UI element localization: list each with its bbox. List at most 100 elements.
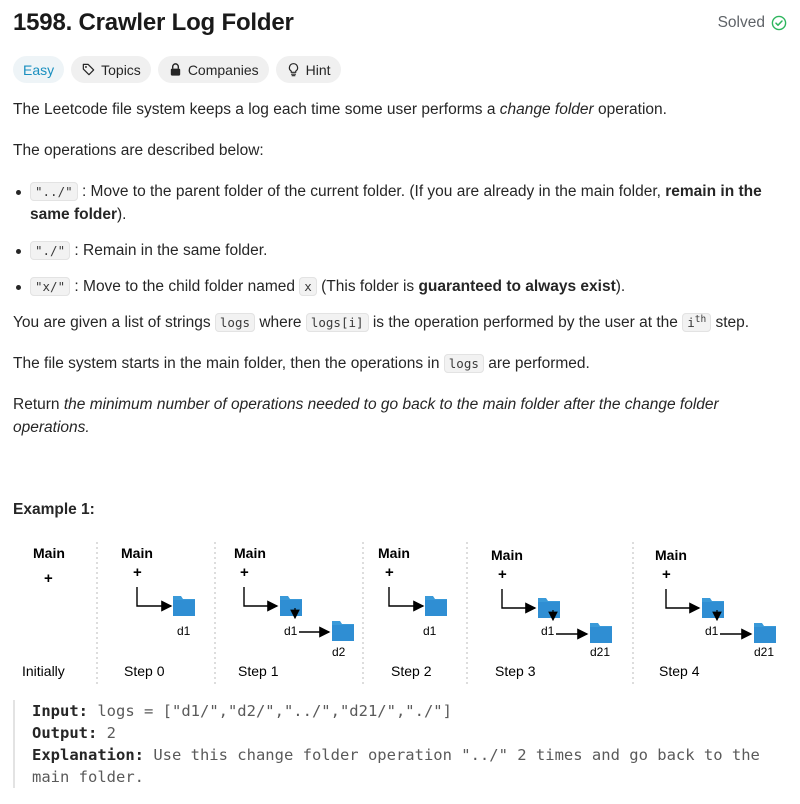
plus-marker: +: [498, 566, 507, 583]
plus-marker: +: [662, 566, 671, 583]
folder-icon: [332, 621, 354, 641]
folder-icon: [280, 596, 302, 616]
given-text: You are given a list of strings: [13, 314, 215, 331]
tag-icon: [82, 63, 95, 76]
op-bold: remain in the same folder: [30, 183, 762, 223]
ith-code: ith: [682, 313, 712, 332]
topics-label: Topics: [101, 61, 141, 78]
explanation-value: Use this change folder operation "../" 2…: [32, 746, 760, 786]
main-label: Main: [378, 545, 410, 561]
lock-icon: [170, 63, 180, 76]
plus-marker: +: [385, 564, 394, 581]
problem-description: The Leetcode file system keeps a log eac…: [13, 98, 780, 457]
step-4: Main + d1 d21 Step 4: [655, 547, 776, 679]
step-label: Step 3: [495, 663, 536, 679]
folder-icon: [590, 623, 612, 643]
return-emphasis: the minimum number of operations needed …: [13, 396, 719, 436]
op-bold: guaranteed to always exist: [418, 278, 616, 295]
folder-icon: [173, 596, 195, 616]
list-item: "../" : Move to the parent folder of the…: [13, 180, 780, 226]
plus-marker: +: [44, 570, 53, 587]
given-text: is the operation performed by the user a…: [368, 314, 683, 331]
example-title: Example 1:: [13, 501, 95, 518]
folder-steps-diagram: Main + Initially Main + d1 Step 0 Main +…: [22, 542, 776, 686]
output-label: Output:: [32, 724, 98, 742]
tag-bar: Easy Topics Companies Hint: [13, 56, 341, 83]
step-1: Main + d1 d2 Step 1: [234, 545, 354, 679]
companies-button[interactable]: Companies: [157, 56, 269, 83]
example-output-line: Output: 2: [32, 722, 785, 744]
op-text: : Move to the parent folder of the curre…: [77, 183, 666, 200]
folder-d1-label: d1: [177, 624, 191, 638]
folder-d1-label: d1: [705, 624, 719, 638]
given-text: where: [255, 314, 306, 331]
folder-d21-label: d21: [590, 645, 610, 659]
step-2: Main + d1 Step 2: [378, 545, 447, 679]
input-value: logs = ["d1/","d2/","../","d21/","./"]: [88, 702, 452, 720]
solved-label: Solved: [717, 14, 765, 31]
op-text-end: ).: [615, 278, 626, 295]
logs-code: logs: [443, 354, 484, 373]
start-text: The file system starts in the main folde…: [13, 355, 444, 372]
folder-icon: [538, 598, 560, 618]
solved-status: Solved: [718, 14, 787, 32]
difficulty-badge[interactable]: Easy: [13, 56, 65, 83]
main-label: Main: [234, 545, 266, 561]
example-codeblock: Input: logs = ["d1/","d2/","../","d21/",…: [13, 700, 785, 788]
op-code-x: x: [299, 277, 317, 296]
intro-text-end: operation.: [593, 101, 667, 118]
return-text: Return: [13, 396, 64, 413]
input-label: Input:: [32, 702, 88, 720]
op-text-mid: (This folder is: [316, 278, 419, 295]
intro-emphasis: change folder: [499, 101, 594, 118]
folder-d1-label: d1: [423, 624, 437, 638]
folder-d1-label: d1: [284, 624, 298, 638]
folder-icon: [425, 596, 447, 616]
folder-icon: [754, 623, 776, 643]
op-code: "../": [30, 182, 78, 201]
main-label: Main: [491, 547, 523, 563]
folder-d21-label: d21: [754, 645, 774, 659]
example-explanation-line: Explanation: Use this change folder oper…: [32, 744, 785, 788]
main-label: Main: [33, 545, 65, 561]
intro-text: The Leetcode file system keeps a log eac…: [13, 101, 500, 118]
step-0: Main + d1 Step 0: [121, 545, 195, 679]
companies-label: Companies: [187, 61, 259, 78]
problem-title: 1598. Crawler Log Folder: [13, 9, 294, 36]
difficulty-label: Easy: [23, 61, 55, 78]
output-value: 2: [97, 724, 116, 742]
step-label: Step 4: [659, 663, 700, 679]
i-letter: i: [687, 315, 695, 330]
separators: [96, 542, 634, 686]
folder-d2-label: d2: [332, 645, 346, 659]
explanation-label: Explanation:: [32, 746, 144, 764]
plus-marker: +: [133, 564, 142, 581]
step-initially: Main + Initially: [22, 545, 65, 679]
logs-i-code: logs[i]: [305, 313, 369, 332]
intro-paragraph: The Leetcode file system keeps a log eac…: [13, 98, 780, 121]
check-circle-icon: [771, 15, 787, 31]
start-paragraph: The file system starts in the main folde…: [13, 352, 780, 375]
logs-code: logs: [214, 313, 256, 332]
main-label: Main: [121, 545, 153, 561]
given-paragraph: You are given a list of strings logs whe…: [13, 311, 780, 334]
example-input-line: Input: logs = ["d1/","d2/","../","d21/",…: [32, 700, 785, 722]
op-text: : Move to the child folder named: [70, 278, 300, 295]
op-text: : Remain in the same folder.: [70, 242, 268, 259]
folder-icon: [702, 598, 724, 618]
op-text-end: ).: [117, 206, 127, 223]
step-label: Step 1: [238, 663, 279, 679]
step-label: Step 0: [124, 663, 165, 679]
lightbulb-icon: [288, 63, 298, 77]
list-item: "x/" : Move to the child folder named x …: [13, 275, 780, 298]
hint-label: Hint: [305, 61, 331, 78]
topics-button[interactable]: Topics: [71, 56, 151, 83]
folder-d1-label: d1: [541, 624, 555, 638]
list-item: "./" : Remain in the same folder.: [13, 239, 780, 262]
ops-intro: The operations are described below:: [13, 142, 264, 159]
op-code: "x/": [30, 277, 71, 296]
hint-button[interactable]: Hint: [275, 56, 341, 83]
op-code: "./": [30, 241, 71, 260]
start-text-end: are performed.: [483, 355, 590, 372]
